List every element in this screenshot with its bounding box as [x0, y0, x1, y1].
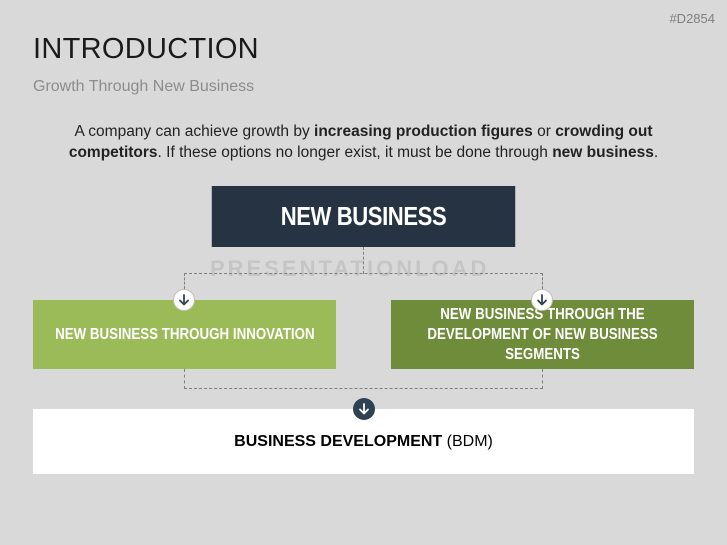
connector-bottom-horizontal — [184, 388, 543, 389]
intro-bold-1: increasing production figures — [314, 123, 533, 140]
new-business-label: NEW BUSINESS — [280, 201, 447, 231]
watermark: PRESENTATIONLOAD — [210, 256, 490, 281]
intro-bold-2: crowding out competitors — [68, 123, 653, 161]
connector-right-up — [542, 369, 543, 389]
connector-left-up — [184, 369, 185, 389]
arrow-down-icon — [173, 289, 195, 311]
intro-part-2: or — [532, 123, 556, 140]
connector-top-horizontal — [184, 273, 543, 274]
intro-bold-3: new business — [552, 144, 654, 161]
business-development-box: BUSINESS DEVELOPMENT (BDM) — [33, 409, 694, 474]
business-segments-label: NEW BUSINESS THROUGH THE DEVELOPMENT OF … — [427, 305, 658, 363]
innovation-label: NEW BUSINESS THROUGH INNOVATION — [54, 325, 315, 343]
business-development-label: BUSINESS DEVELOPMENT (BDM) — [234, 433, 493, 451]
arrow-down-icon — [531, 289, 553, 311]
new-business-box: NEW BUSINESS — [211, 186, 516, 247]
business-development-bold: BUSINESS DEVELOPMENT — [234, 432, 443, 450]
page-subtitle: Growth Through New Business — [33, 78, 255, 95]
connector-left-down — [184, 273, 185, 289]
page-title: INTRODUCTION — [33, 33, 259, 65]
slide-id: #D2854 — [669, 11, 715, 26]
intro-part-1: A company can achieve growth by — [74, 123, 315, 140]
innovation-box: NEW BUSINESS THROUGH INNOVATION — [33, 300, 336, 369]
connector-right-down — [542, 273, 543, 289]
intro-text: A company can achieve growth by increasi… — [40, 121, 687, 163]
intro-part-4: . — [653, 144, 659, 161]
connector-top-vertical — [363, 247, 364, 274]
arrow-down-icon — [353, 398, 375, 420]
intro-part-3: . If these options no longer exist, it m… — [157, 144, 553, 161]
business-development-abbr: (BDM) — [442, 432, 493, 450]
business-segments-box: NEW BUSINESS THROUGH THE DEVELOPMENT OF … — [391, 300, 694, 369]
